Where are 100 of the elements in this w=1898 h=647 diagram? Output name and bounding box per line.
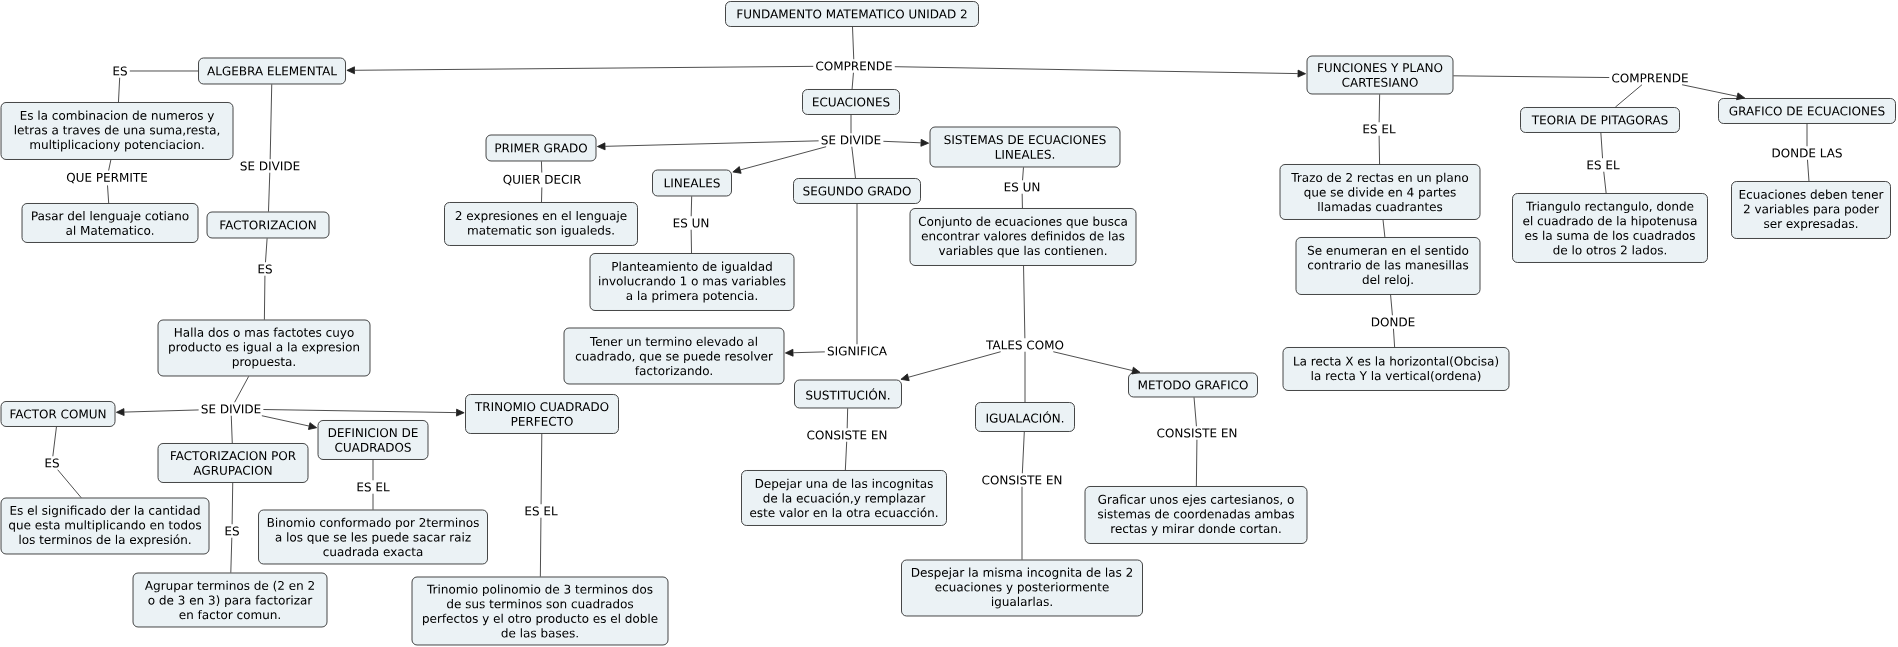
arrow: [732, 146, 827, 174]
linking-phrase: ES: [222, 524, 242, 538]
linking-phrase: COMPRENDE: [1609, 71, 1691, 85]
connector-line: [1382, 219, 1386, 238]
concept-box: TRINOMIO CUADRADO PERFECTO: [465, 394, 619, 434]
connector-line: [541, 161, 543, 173]
connector-line: [850, 114, 852, 134]
connector-line: [1023, 265, 1026, 339]
connector-line: [108, 159, 112, 171]
connector-line: [1378, 94, 1381, 123]
linking-phrase: ES EL: [1360, 122, 1398, 136]
linking-phrase: CONSISTE EN: [804, 428, 890, 442]
concept-box: FACTORIZACION POR AGRUPACION: [157, 443, 309, 483]
concept-box: Agrupar terminos de (2 en 2 o de 3 en 3) para factorizar en factor comun.: [132, 572, 328, 628]
connector-line: [1806, 123, 1808, 147]
connector-line: [372, 493, 374, 510]
connector-line: [1193, 397, 1197, 427]
connector-line: [107, 185, 110, 204]
connector-line: [541, 187, 543, 203]
connector-line: [540, 433, 543, 505]
linking-phrase: DONDE: [1368, 315, 1418, 329]
connector-line: [265, 238, 268, 263]
concept-box: LINEALES: [652, 169, 732, 197]
linking-phrase: ES UN: [1001, 180, 1043, 194]
connector-line: [264, 275, 266, 320]
connector-line: [1378, 135, 1380, 165]
connector-line: [1021, 431, 1025, 474]
arrow: [883, 138, 930, 147]
arrow: [900, 351, 1002, 382]
connector-line: [1024, 351, 1026, 403]
connector-line: [846, 408, 849, 429]
connector-line: [1022, 167, 1024, 181]
concept-box: Ecuaciones deben tener 2 variables para poder ser expresadas.: [1731, 181, 1891, 239]
connector-line: [57, 469, 82, 498]
concept-box: IGUALACIÓN.: [975, 402, 1075, 432]
connector-line: [231, 482, 234, 525]
connector-line: [118, 77, 121, 103]
concept-box: Halla dos o mas factotes cuyo producto es igual a la expresion propuesta.: [157, 319, 371, 377]
connector-line: [1600, 132, 1603, 159]
connector-line: [851, 72, 854, 90]
linking-phrase: SIGNIFICA: [825, 344, 889, 358]
concept-box: Trinomio polinomio de 3 terminos dos de sus terminos son cuadrados perfectos y el otro producto es el doble de las bases.: [411, 576, 669, 646]
concept-box: PRIMER GRADO: [485, 134, 597, 162]
connector-line: [230, 537, 233, 573]
connector-line: [230, 415, 233, 444]
concept-box: Binomio conformado por 2terminos a los que se les puede sacar raiz cuadrada exacta: [258, 509, 488, 565]
connector-line: [539, 517, 542, 577]
concept-box: Tener un termino elevado al cuadrado, que se puede resolver factorizando.: [563, 327, 785, 385]
linking-phrase: ES EL: [1584, 158, 1622, 172]
connector-line: [372, 459, 374, 481]
connector-line: [129, 70, 199, 72]
concept-box: Es la combinacion de numeros y letras a traves de una suma,resta, multiplicaciony potenciacion.: [0, 102, 234, 160]
linking-phrase: CONSISTE EN: [1154, 426, 1240, 440]
concept-box: FACTORIZACION: [206, 211, 330, 239]
concept-box: METODO GRAFICO: [1128, 372, 1258, 398]
concept-box: Depejar una de las incognitas de la ecuación,y remplazar este valor en la otra ecuacción.: [741, 470, 947, 526]
connector-line: [851, 146, 856, 179]
linking-phrase: QUE PERMITE: [64, 170, 150, 186]
concept-box: TEORIA DE PITAGORAS: [1520, 107, 1680, 133]
connector-line: [1195, 439, 1198, 487]
concept-box: La recta X es la horizontal(Obcisa) la recta Y la vertical(ordena): [1282, 347, 1510, 391]
linking-phrase: TALES COMO: [984, 338, 1066, 352]
concept-box: 2 expresiones en el lenguaje matematic son igualeds.: [444, 202, 638, 246]
linking-phrase: SE DIVIDE: [818, 133, 884, 147]
concept-box: GRAFICO DE ECUACIONES: [1718, 98, 1896, 124]
connector-line: [1614, 84, 1643, 108]
arrow: [597, 140, 820, 151]
concept-box: Se enumeran en el sentido contrario de las manesillas del reloj.: [1295, 237, 1481, 295]
connector-line: [1390, 294, 1393, 316]
concept-box: FUNDAMENTO MATEMATICO UNIDAD 2: [725, 1, 979, 27]
linking-phrase: ES EL: [354, 480, 392, 494]
arrow: [785, 348, 826, 357]
connector-line: [690, 196, 693, 217]
connector-line: [856, 203, 858, 345]
connector-line: [234, 376, 250, 403]
connector-line: [1453, 75, 1610, 78]
connector-line: [1603, 171, 1607, 194]
connector-line: [1807, 159, 1810, 182]
concept-box: Triangulo rectangulo, donde el cuadrado de la hipotenusa es la suma de los cuadrados de lo otros 2 lados.: [1512, 193, 1708, 263]
concept-box: ALGEBRA ELEMENTAL: [198, 57, 346, 85]
concept-box: Es el significado der la cantidad que esta multiplicando en todos los terminos de la expresión.: [0, 497, 210, 555]
linking-phrase: CONSISTE EN: [979, 473, 1065, 487]
linking-phrase: ES: [42, 456, 62, 470]
arrow: [1052, 351, 1141, 375]
concept-box: Planteamiento de igualdad involucrando 1 o mas variables a la primera potencia.: [589, 253, 795, 311]
concept-box: Despejar la misma incognita de las 2 ecuaciones y posteriormente igualarlas.: [901, 559, 1143, 617]
arrow: [894, 66, 1306, 78]
arrow: [263, 408, 465, 417]
connector-line: [268, 172, 271, 212]
connector-line: [1021, 193, 1023, 209]
concept-box: DEFINICION DE CUADRADOS: [317, 420, 429, 460]
arrow: [1681, 84, 1746, 101]
concept-box: Conjunto de ecuaciones que busca encontrar valores definidos de las variables que las contienen.: [909, 208, 1137, 266]
connector-line: [852, 26, 855, 60]
connector-line: [1393, 328, 1395, 348]
concept-box: SEGUNDO GRADO: [793, 178, 921, 204]
arrow: [116, 408, 200, 416]
linking-phrase: ES: [255, 262, 275, 276]
linking-phrase: ES: [110, 64, 130, 78]
linking-phrase: DONDE LAS: [1769, 146, 1845, 160]
